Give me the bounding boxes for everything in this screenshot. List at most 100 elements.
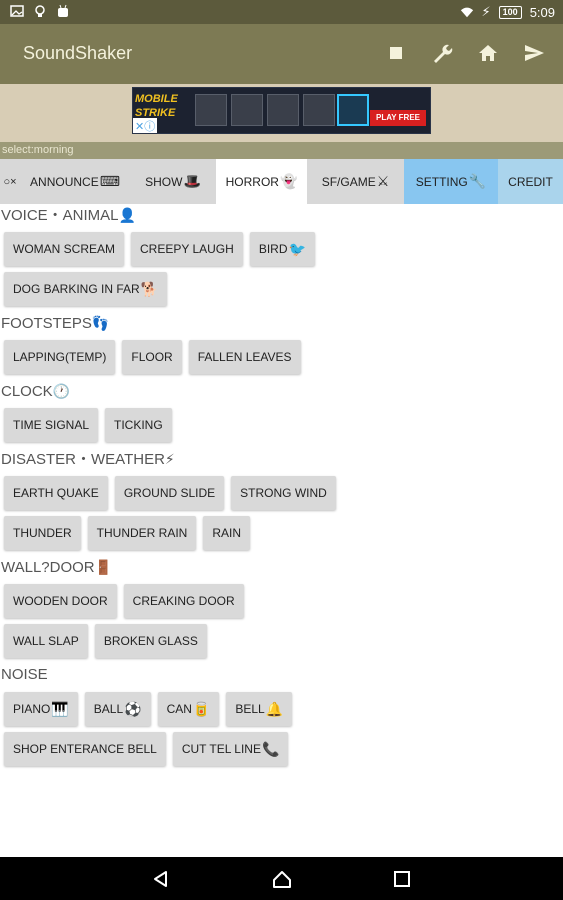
button-label: CUT TEL LINE xyxy=(181,742,261,756)
wrench-icon xyxy=(434,44,453,63)
button-label: BALL xyxy=(93,702,124,716)
button-label: EARTH QUAKE xyxy=(13,486,99,500)
sound-button-cut-tel-line[interactable]: CUT TEL LINE📞 xyxy=(172,732,289,766)
tab-credit[interactable]: CREDIT xyxy=(498,159,563,204)
tab-label: ○× xyxy=(3,175,17,188)
sound-button-rain[interactable]: RAIN xyxy=(203,516,251,550)
settings-button[interactable] xyxy=(429,40,455,66)
section-voice-animal: VOICE・ANIMAL👤 WOMAN SCREAM CREEPY LAUGH … xyxy=(0,204,563,306)
image-icon xyxy=(10,5,24,17)
stop-button[interactable] xyxy=(383,40,409,66)
clock-icon: 🕐 xyxy=(52,383,71,399)
wrench-icon: 🔧 xyxy=(468,173,487,189)
back-icon[interactable] xyxy=(151,869,171,889)
button-row: TIME SIGNAL TICKING xyxy=(0,408,563,442)
sound-button-ticking[interactable]: TICKING xyxy=(105,408,172,442)
sound-button-wooden-door[interactable]: WOODEN DOOR xyxy=(4,584,117,618)
button-label: TIME SIGNAL xyxy=(13,418,90,432)
tab-label: SHOW xyxy=(145,174,183,189)
tab-announce[interactable]: ANNOUNCE⌨ xyxy=(20,159,130,204)
ad-close-icon[interactable]: ✕ⓘ xyxy=(133,118,158,133)
sound-button-broken-glass[interactable]: BROKEN GLASS xyxy=(94,624,207,658)
sound-button-can[interactable]: CAN🥫 xyxy=(157,692,220,726)
send-icon xyxy=(525,45,544,61)
tab-label: SF/GAME xyxy=(321,174,376,189)
section-title-text: VOICE・ANIMAL xyxy=(1,207,119,224)
bell-icon: 🔔 xyxy=(265,700,284,717)
button-row: PIANO🎹 BALL⚽ CAN🥫 BELL🔔 xyxy=(0,692,563,726)
app-title: SoundShaker xyxy=(23,43,133,63)
sound-button-fallen-leaves[interactable]: FALLEN LEAVES xyxy=(188,340,301,374)
button-label: CREEPY LAUGH xyxy=(140,242,234,256)
button-label: GROUND SLIDE xyxy=(123,486,216,500)
sound-button-strong-wind[interactable]: STRONG WIND xyxy=(231,476,336,510)
sound-button-creepy-laugh[interactable]: CREEPY LAUGH xyxy=(131,232,243,266)
button-row: SHOP ENTERANCE BELL CUT TEL LINE📞 xyxy=(0,732,563,766)
sound-button-lapping[interactable]: LAPPING(TEMP) xyxy=(4,340,116,374)
tab-horror[interactable]: HORROR👻 xyxy=(216,159,307,204)
home-nav-icon[interactable] xyxy=(272,869,292,889)
sound-button-ground-slide[interactable]: GROUND SLIDE xyxy=(114,476,225,510)
ad-weapon-slot xyxy=(231,94,263,126)
button-label: CAN xyxy=(166,702,192,716)
section-title: DISASTER・WEATHER⚡ xyxy=(0,448,563,470)
sound-button-piano[interactable]: PIANO🎹 xyxy=(4,692,78,726)
sound-button-thunder-rain[interactable]: THUNDER RAIN xyxy=(87,516,197,550)
lightning-icon: ⚡ xyxy=(164,451,175,467)
button-label: PIANO xyxy=(13,702,51,716)
home-icon xyxy=(479,45,497,61)
sound-button-ball[interactable]: BALL⚽ xyxy=(84,692,151,726)
charging-icon: ⚡ xyxy=(481,4,491,19)
button-label: DOG BARKING IN FAR xyxy=(13,282,140,296)
section-title-text: DISASTER・WEATHER xyxy=(1,451,165,468)
sound-button-bell[interactable]: BELL🔔 xyxy=(226,692,293,726)
sound-button-bird[interactable]: BIRD🐦 xyxy=(249,232,315,266)
sound-button-woman-scream[interactable]: WOMAN SCREAM xyxy=(4,232,124,266)
android-icon xyxy=(58,4,68,17)
dog-icon: 🐕 xyxy=(140,280,159,297)
section-clock: CLOCK🕐 TIME SIGNAL TICKING xyxy=(0,380,563,442)
button-label: WALL SLAP xyxy=(13,634,79,648)
bird-icon: 🐦 xyxy=(288,240,306,257)
sound-button-dog-barking[interactable]: DOG BARKING IN FAR🐕 xyxy=(4,272,168,306)
tab-sf-game[interactable]: SF/GAME⚔ xyxy=(307,159,404,204)
sound-button-shop-entrance-bell[interactable]: SHOP ENTERANCE BELL xyxy=(4,732,166,766)
sound-button-time-signal[interactable]: TIME SIGNAL xyxy=(4,408,99,442)
button-label: SHOP ENTERANCE BELL xyxy=(13,742,157,756)
button-label: WOODEN DOOR xyxy=(13,594,108,608)
home-button[interactable] xyxy=(475,40,501,66)
ad-play-button[interactable]: PLAY FREE xyxy=(370,110,426,126)
footprints-icon: 👣 xyxy=(91,315,110,331)
recents-icon[interactable] xyxy=(392,869,412,889)
category-tabs: ○× ANNOUNCE⌨ SHOW🎩 HORROR👻 SF/GAME⚔ SETT… xyxy=(0,159,563,204)
tab-label: ANNOUNCE xyxy=(30,174,99,189)
tab-show[interactable]: SHOW🎩 xyxy=(130,159,216,204)
sound-button-creaking-door[interactable]: CREAKING DOOR xyxy=(123,584,244,618)
section-wall-door: WALL?DOOR🚪 WOODEN DOOR CREAKING DOOR WAL… xyxy=(0,556,563,658)
sound-button-floor[interactable]: FLOOR xyxy=(122,340,182,374)
button-label: BIRD xyxy=(258,242,288,256)
section-title: FOOTSTEPS👣 xyxy=(0,312,563,334)
ball-icon: ⚽ xyxy=(124,700,142,717)
battery-indicator: 100 xyxy=(498,5,522,19)
section-footsteps: FOOTSTEPS👣 LAPPING(TEMP) FLOOR FALLEN LE… xyxy=(0,312,563,374)
ad-weapon-slot xyxy=(303,94,335,126)
button-row: WOODEN DOOR CREAKING DOOR xyxy=(0,584,563,618)
tab-setting[interactable]: SETTING🔧 xyxy=(404,159,498,204)
send-button[interactable] xyxy=(521,40,547,66)
button-label: BROKEN GLASS xyxy=(103,634,198,648)
section-title-text: NOISE xyxy=(1,666,48,683)
phone-icon: 📞 xyxy=(261,740,280,757)
sound-button-wall-slap[interactable]: WALL SLAP xyxy=(4,624,88,658)
ad-banner[interactable]: MOBILE STRIKE PLAY FREE ✕ⓘ xyxy=(132,87,431,134)
button-row: WALL SLAP BROKEN GLASS xyxy=(0,624,563,658)
button-label: FALLEN LEAVES xyxy=(197,350,292,364)
tab-label: HORROR xyxy=(225,174,279,189)
stop-icon xyxy=(390,47,402,59)
button-row: DOG BARKING IN FAR🐕 xyxy=(0,272,563,306)
sound-button-thunder[interactable]: THUNDER xyxy=(4,516,81,550)
sound-button-earth-quake[interactable]: EARTH QUAKE xyxy=(4,476,108,510)
button-label: RAIN xyxy=(212,526,242,540)
door-icon: 🚪 xyxy=(94,559,113,575)
tab-ox[interactable]: ○× xyxy=(0,159,20,204)
